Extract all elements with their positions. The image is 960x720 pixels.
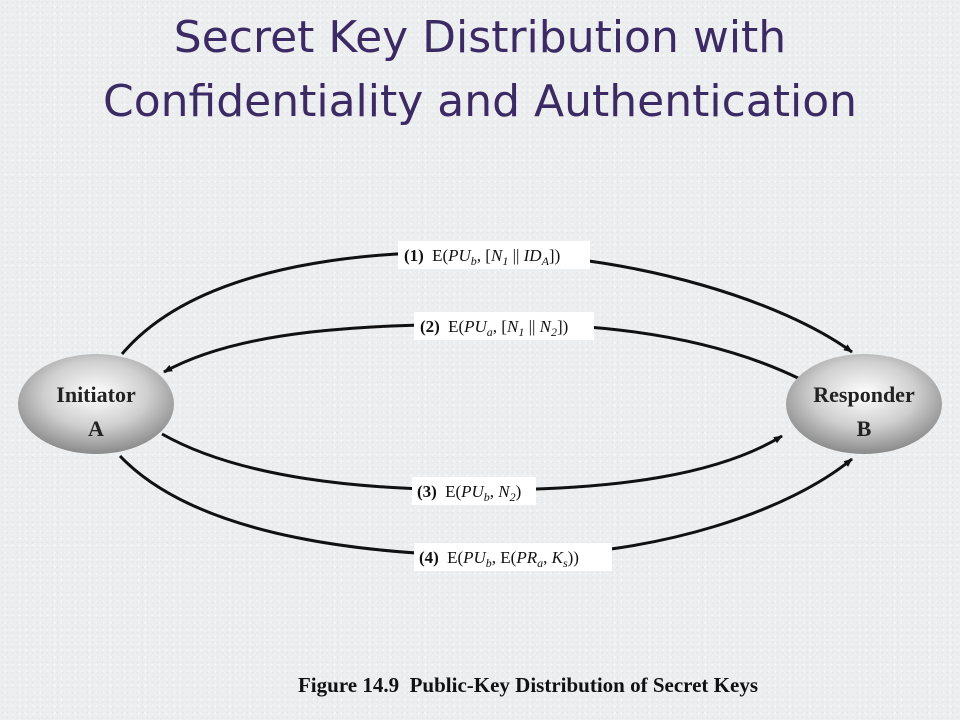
figure-caption: Figure 14.9 Public-Key Distribution of S…	[298, 673, 758, 697]
message-2-number: (2)	[420, 317, 440, 336]
arrow-message-4	[118, 454, 853, 558]
svg-text:(3) E(PUb, N2): (3) E(PUb, N2)	[417, 482, 521, 504]
svg-text:(2) E(PUa, [N1 || N2]): (2) E(PUa, [N1 || N2])	[420, 317, 568, 339]
message-1-number: (1)	[404, 246, 424, 265]
slide-title-line2: Confidentiality and Authentication	[102, 76, 858, 127]
slide-title: Secret Key Distribution with Confidentia…	[0, 6, 960, 134]
svg-text:(1) E(PUb, [N1 || IDA]): (1) E(PUb, [N1 || IDA])	[404, 246, 560, 268]
responder-id: B	[857, 416, 872, 441]
message-4-label: (4) E(PUb, E(PRa, Ks))	[414, 543, 612, 571]
message-3-number: (3)	[417, 482, 437, 501]
initiator-id: A	[88, 416, 104, 441]
message-3-label: (3) E(PUb, N2)	[412, 477, 536, 505]
message-1-label: (1) E(PUb, [N1 || IDA])	[398, 241, 590, 269]
message-4-number: (4)	[419, 548, 439, 567]
node-responder: Responder B	[786, 354, 942, 454]
slide-title-line1: Secret Key Distribution with	[173, 12, 787, 63]
responder-name: Responder	[813, 382, 915, 407]
node-initiator: Initiator A	[18, 354, 174, 454]
initiator-name: Initiator	[56, 382, 136, 407]
message-2-label: (2) E(PUa, [N1 || N2])	[414, 312, 594, 340]
svg-text:(4) E(PUb, E(PRa, Ks)): (4) E(PUb, E(PRa, Ks))	[419, 548, 579, 570]
